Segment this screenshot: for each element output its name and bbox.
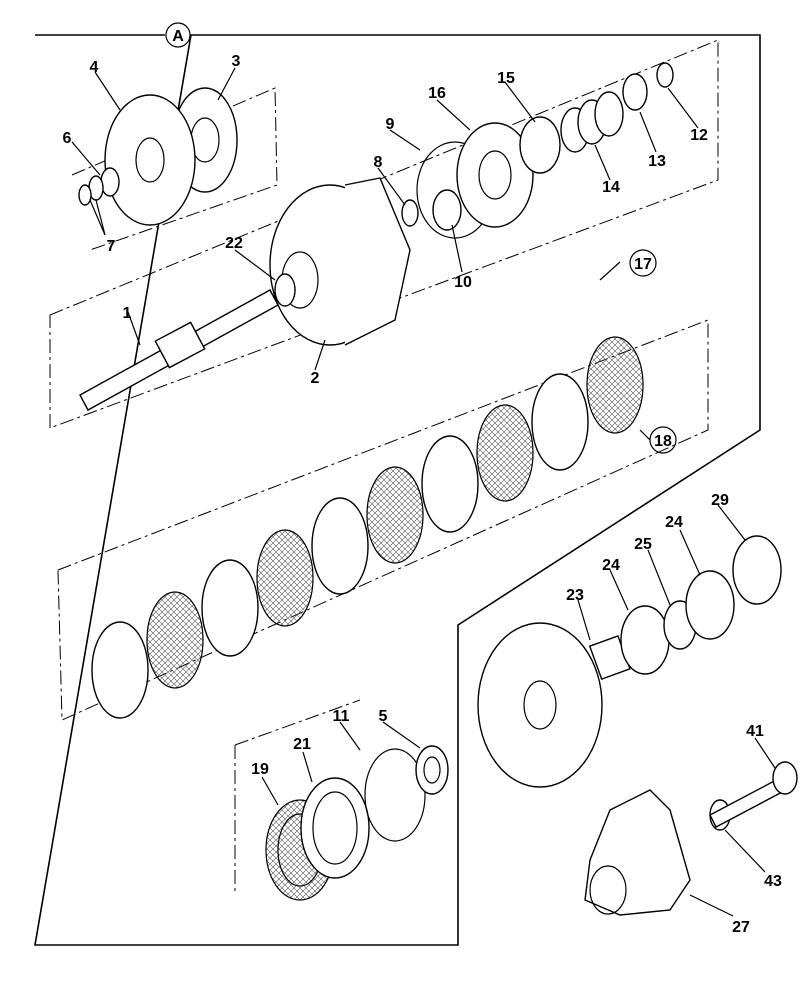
callout-3: 3 <box>232 53 241 70</box>
callout-29: 29 <box>711 492 729 509</box>
spring-part-14c <box>594 91 624 137</box>
circlip-part-12 <box>656 62 674 88</box>
ring-part-7b <box>78 184 92 206</box>
gear-part-4 <box>104 94 196 226</box>
callout-6: 6 <box>63 130 72 147</box>
callout-27: 27 <box>732 919 750 936</box>
bushing-part-6 <box>100 167 120 197</box>
leader-lines <box>71 67 776 917</box>
callout-21: 21 <box>293 736 311 753</box>
friction-disc <box>586 336 644 434</box>
friction-disc <box>146 591 204 689</box>
callout-15: 15 <box>497 70 515 87</box>
gear-part-23 <box>477 622 603 788</box>
bearing-part-5-bore <box>423 756 441 784</box>
friction-disc <box>256 529 314 627</box>
callout-4: 4 <box>90 59 99 76</box>
callout-19: 19 <box>251 761 269 778</box>
callout-9: 9 <box>386 116 395 133</box>
piston-part-16-bore <box>478 150 512 200</box>
o-ring-part-8 <box>401 199 419 227</box>
callout-17: 17 <box>634 256 652 273</box>
callout-24a: 24 <box>602 557 620 574</box>
callout-25: 25 <box>634 536 652 553</box>
callout-8: 8 <box>374 154 383 171</box>
callout-13: 13 <box>648 153 666 170</box>
race-part-29 <box>732 535 782 605</box>
clutch-disc-stack <box>91 336 644 719</box>
clutch-drum-part-2-body <box>344 177 411 346</box>
callout-10: 10 <box>454 274 472 291</box>
shaft-part-1-collar <box>154 321 206 369</box>
bolt-part-41-head <box>772 761 798 795</box>
callout-5: 5 <box>379 708 388 725</box>
group-box-plates-19-21 <box>234 699 361 895</box>
snap-ring-part-22 <box>274 273 296 307</box>
callout-circle-18 <box>649 426 677 454</box>
piston-part-16 <box>456 122 534 228</box>
group-box-discs <box>57 319 709 721</box>
friction-disc <box>476 404 534 502</box>
callout-43: 43 <box>764 873 782 890</box>
bearing-part-24b <box>685 570 735 640</box>
plate-part-21-bore <box>312 791 358 865</box>
clutch-plate <box>201 559 259 657</box>
callout-18: 18 <box>654 433 672 450</box>
callout-41: 41 <box>746 723 764 740</box>
callout-14: 14 <box>602 179 620 196</box>
callout-23: 23 <box>566 587 584 604</box>
gear-part-23-hub <box>523 680 557 730</box>
callout-2: 2 <box>311 370 320 387</box>
clutch-plate <box>421 435 479 533</box>
sleeve-part-15 <box>519 116 561 174</box>
circlip-part-11 <box>364 748 426 842</box>
callout-1: 1 <box>123 305 132 322</box>
clutch-plate <box>531 373 589 471</box>
gear-part-4-hub <box>135 137 165 183</box>
bracket-part-27-bore <box>589 865 627 915</box>
bearing-part-5 <box>415 745 449 795</box>
clutch-plate <box>311 497 369 595</box>
callout-11: 11 <box>333 708 350 725</box>
main-frame <box>34 34 761 946</box>
bearing-part-24a <box>620 605 670 675</box>
clutch-plate <box>91 621 149 719</box>
friction-disc <box>366 466 424 564</box>
callout-16: 16 <box>428 85 446 102</box>
plate-part-21 <box>300 777 370 879</box>
section-marker-circle <box>165 22 191 48</box>
section-marker-label: A <box>172 28 184 45</box>
washer-part-13 <box>622 73 648 111</box>
bracket-part-27 <box>584 789 691 916</box>
callout-7: 7 <box>107 238 116 255</box>
callout-circle-17 <box>629 249 657 277</box>
callout-22: 22 <box>225 235 243 252</box>
callout-24b: 24 <box>665 514 683 531</box>
snap-ring-part-10 <box>432 189 462 231</box>
callout-12: 12 <box>690 127 708 144</box>
